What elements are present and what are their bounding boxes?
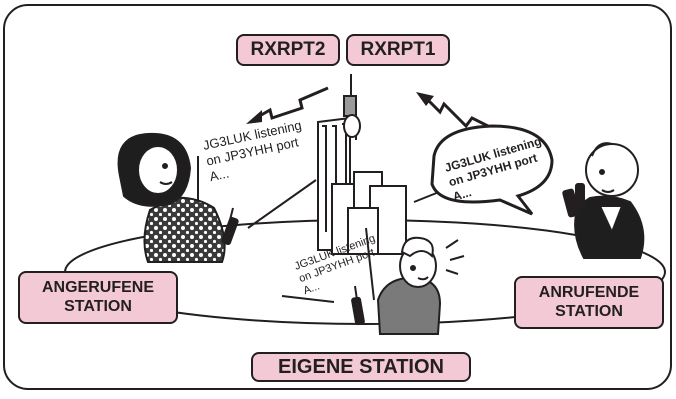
own-message-line-3: A... <box>302 280 322 297</box>
called-station-line-2: STATION <box>64 297 132 315</box>
signal-wave-right <box>426 98 501 134</box>
link-left-low <box>247 179 317 229</box>
called-station-label: ANGERUFENE STATION <box>18 271 178 324</box>
signal-wave-left-arrow <box>246 110 262 124</box>
rxrpt1-label: RXRPT1 <box>346 34 450 66</box>
calling-station-line-2: STATION <box>555 302 623 320</box>
outer-frame <box>3 4 672 390</box>
repeater-tower <box>317 74 407 255</box>
link-own-left <box>281 295 335 303</box>
called-station-person <box>117 132 239 263</box>
link-own-right <box>365 227 375 301</box>
own-station-text: EIGENE STATION <box>278 355 444 378</box>
calling-station-label: ANRUFENDE STATION <box>514 276 664 329</box>
rxrpt2-label: RXRPT2 <box>236 34 340 66</box>
called-station-line-1: ANGERUFENE <box>41 279 154 297</box>
signal-wave-left <box>255 86 329 120</box>
called-message: JG3LUK listening on JP3YHH port A... <box>202 117 303 185</box>
speech-bubble <box>430 124 554 216</box>
signal-wave-right-arrow <box>416 92 434 106</box>
rxrpt2-text: RXRPT2 <box>250 39 326 61</box>
calling-station-person <box>562 142 645 259</box>
calling-message-line-3: A... <box>451 185 473 204</box>
calling-station-line-1: ANRUFENDE <box>538 284 640 302</box>
called-message-line-3: A... <box>208 166 230 185</box>
rxrpt1-text: RXRPT1 <box>360 39 436 61</box>
own-station-person <box>351 236 465 335</box>
own-station-label: EIGENE STATION <box>251 352 471 382</box>
